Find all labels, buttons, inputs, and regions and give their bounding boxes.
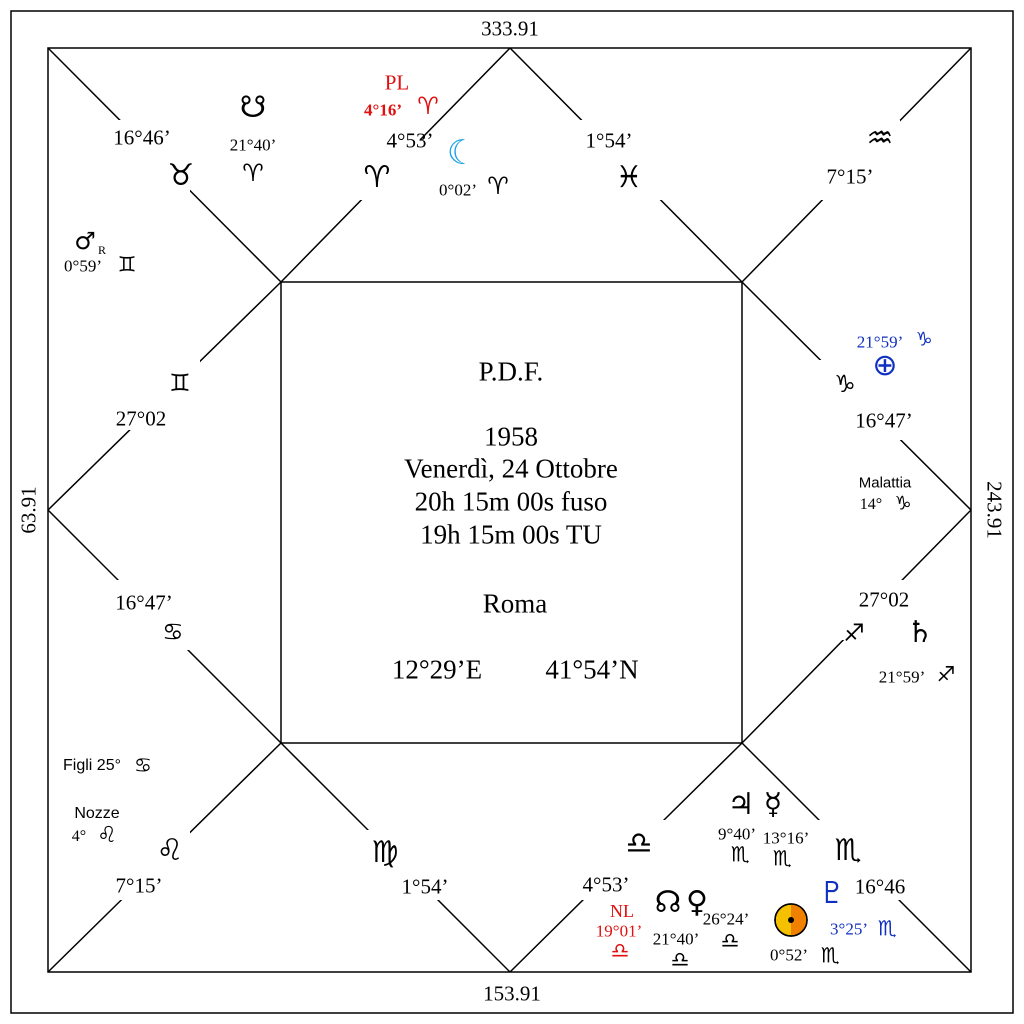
capricorn-icon: ♑: [834, 370, 856, 398]
taurus-icon: ♉: [167, 158, 195, 193]
new-moon-degree: 19°01’: [595, 921, 643, 941]
leo-icon: ♌: [156, 833, 184, 868]
cusp-gemini-degree: 27°02: [115, 406, 167, 431]
aries-icon: ♈: [363, 160, 391, 195]
full-moon-sign-icon: ♈: [417, 92, 439, 120]
mars-retrograde: R: [97, 243, 107, 257]
mercury-degree: 13°16’: [762, 828, 810, 848]
cusp-taurus-degree: 16°46’: [113, 125, 171, 150]
figli-sign-icon: ♋: [134, 753, 152, 777]
cusp-pisces-degree: 1°54’: [585, 128, 633, 153]
venus-icon: ♀: [686, 885, 708, 920]
sagittarius-icon: ♐: [843, 619, 865, 647]
north-node-icon: ☊: [654, 885, 682, 920]
north-node-sign-icon: ♎: [670, 947, 690, 972]
border-right-value: 243.91: [982, 481, 1007, 539]
cusp-virgo-degree: 1°54’: [401, 874, 449, 899]
cusp-libra-degree: 4°53’: [582, 872, 630, 897]
chart-ut-time: 19h 15m 00s TU: [420, 519, 602, 550]
malattia-sign-icon: ♑: [894, 492, 912, 515]
south-node-icon: ☋: [239, 90, 267, 125]
border-left-value: 63.91: [16, 486, 41, 534]
pisces-icon: ♓: [615, 160, 643, 195]
mars-degree: 0°59’: [64, 256, 102, 276]
chart-local-time: 20h 15m 00s fuso: [414, 486, 608, 517]
part-fortune-degree: 21°59’: [856, 332, 904, 352]
cusp-scorpio-degree: 16°46: [854, 874, 906, 899]
full-moon-label: PL: [384, 70, 410, 95]
saturn-degree: 21°59’: [878, 667, 926, 687]
jupiter-degree: 9°40’: [718, 824, 756, 844]
cusp-leo-degree: 7°15’: [115, 873, 163, 898]
pluto-icon: ♇: [818, 876, 846, 911]
outer-frame: [10, 10, 1014, 1014]
mars-icon: ♂: [74, 227, 96, 255]
moon-degree: 0°02’: [439, 180, 477, 200]
malattia-degree: 14°: [859, 496, 883, 513]
part-fortune-icon: ⊕: [872, 348, 898, 383]
north-node-degree: 21°40’: [652, 929, 700, 949]
border-top-value: 333.91: [481, 16, 539, 41]
new-moon-sign-icon: ♎: [610, 938, 630, 963]
cancer-icon: ♋: [162, 618, 184, 646]
chart-latitude: 41°54’N: [545, 654, 639, 685]
sun-sign-icon: ♏: [820, 943, 840, 968]
center-square: [280, 281, 743, 744]
border-bottom-value: 153.91: [483, 981, 541, 1006]
venus-sign-icon: ♎: [720, 928, 740, 953]
south-node-sign-icon: ♈: [242, 159, 264, 187]
malattia-label: Malattia: [858, 474, 912, 492]
chart-place: Roma: [482, 588, 548, 619]
sun-degree: 0°52’: [770, 945, 808, 965]
jupiter-sign-icon: ♏: [730, 842, 750, 867]
mercury-sign-icon: ♏: [772, 846, 792, 871]
cusp-aquarius-degree: 7°15’: [826, 164, 874, 189]
full-moon-degree: 4°16’: [364, 100, 402, 120]
mars-sign-icon: ♊: [117, 252, 137, 277]
chart-date: Venerdì, 24 Ottobre: [404, 453, 618, 484]
pluto-sign-icon: ♏: [877, 916, 897, 941]
nozze-label: Nozze: [74, 805, 120, 822]
south-node-degree: 21°40’: [229, 135, 277, 155]
cusp-cancer-degree: 16°47’: [115, 590, 173, 615]
mercury-icon: ☿: [763, 787, 783, 822]
chart-year: 1958: [484, 421, 538, 452]
cusp-capricorn-degree: 16°47’: [855, 408, 913, 433]
venus-degree: 26°24’: [702, 909, 750, 929]
saturn-icon: ♄: [906, 615, 934, 650]
virgo-icon: ♍: [371, 835, 399, 870]
nozze-sign-icon: ♌: [97, 823, 117, 848]
scorpio-icon: ♏: [834, 833, 862, 868]
aquarius-icon: ♒: [866, 121, 894, 156]
new-moon-label: NL: [610, 901, 634, 921]
cusp-aries-degree: 4°53’: [386, 128, 434, 153]
chart-longitude: 12°29’E: [391, 654, 483, 685]
cusp-sagittarius-degree: 27°02: [858, 587, 910, 612]
moon-sign-icon: ♈: [487, 172, 509, 200]
saturn-sign-icon: ♐: [936, 662, 956, 687]
figli-label: Figli 25°: [63, 757, 121, 774]
part-fortune-sign-icon: ♑: [915, 328, 933, 351]
jupiter-icon: ♃: [727, 787, 755, 822]
pluto-degree: 3°25’: [830, 919, 868, 939]
chart-name: P.D.F.: [478, 356, 544, 387]
nozze-degree: 4°: [71, 828, 87, 845]
moon-icon: ☾: [446, 133, 478, 173]
libra-icon: ♎: [625, 826, 653, 861]
gemini-icon: ♊: [169, 369, 191, 397]
